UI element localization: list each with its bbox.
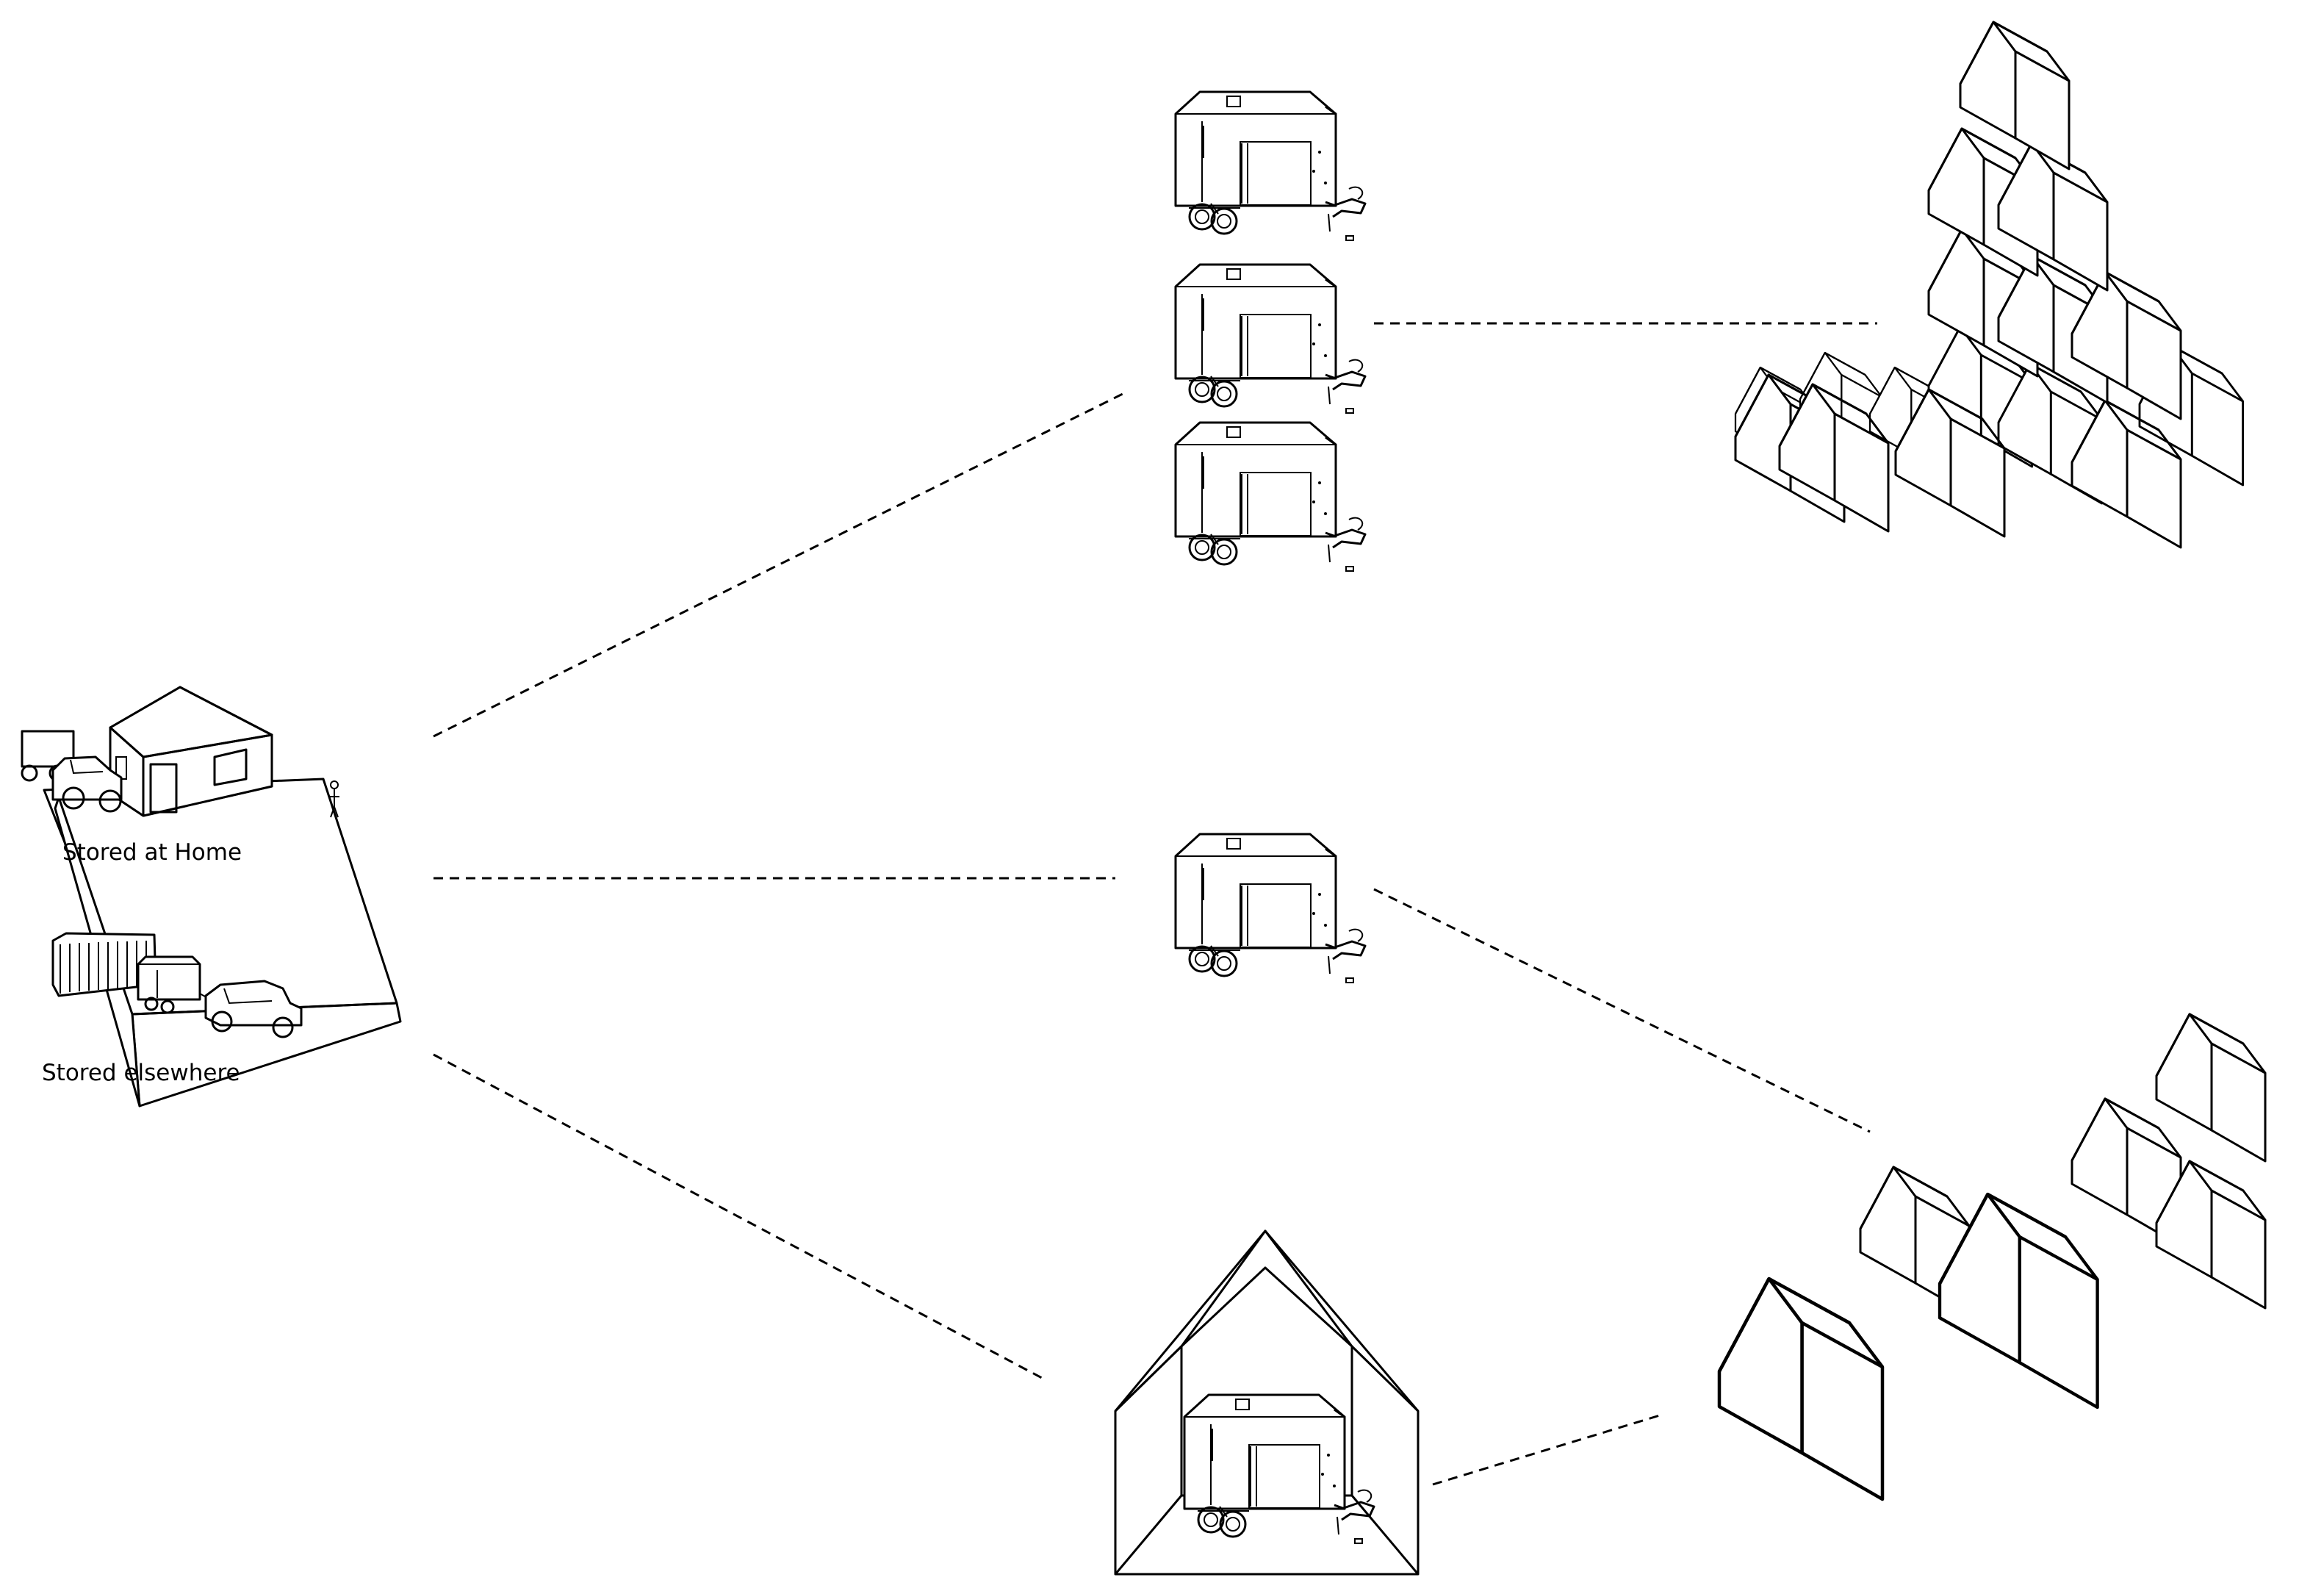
person-icon [329, 780, 339, 818]
elsewhere-truck-icon [204, 980, 303, 1038]
single-tiny-house-trailer-icon [1174, 833, 1367, 984]
connector-left-to-garage [433, 1053, 1043, 1379]
house-icon [2155, 1013, 2267, 1163]
connector-lines [433, 322, 1877, 1486]
house-icon [2071, 270, 2182, 420]
tiny-house-trailer-icon [1174, 263, 1367, 414]
stacked-tiny-house-village [1734, 21, 2245, 549]
tiny-house-trailer-stack [1174, 90, 1367, 572]
connector-left-to-trailers [433, 392, 1125, 738]
stored-at-home-label: Stored at Home [62, 839, 242, 866]
elsewhere-trailer-icon [137, 955, 217, 1014]
connector-garage-to-cluster [1432, 1413, 1663, 1486]
house-icon [1719, 1279, 1882, 1499]
stored-elsewhere-label: Stored elsewhere [42, 1060, 240, 1086]
tiny-house-trailer-icon [1174, 421, 1367, 572]
connector-trailer-to-cluster [1373, 888, 1871, 1133]
tiny-house-trailer-icon [1174, 90, 1367, 242]
tiny-house-cluster [1719, 1013, 2267, 1499]
home-truck-icon [21, 730, 123, 813]
